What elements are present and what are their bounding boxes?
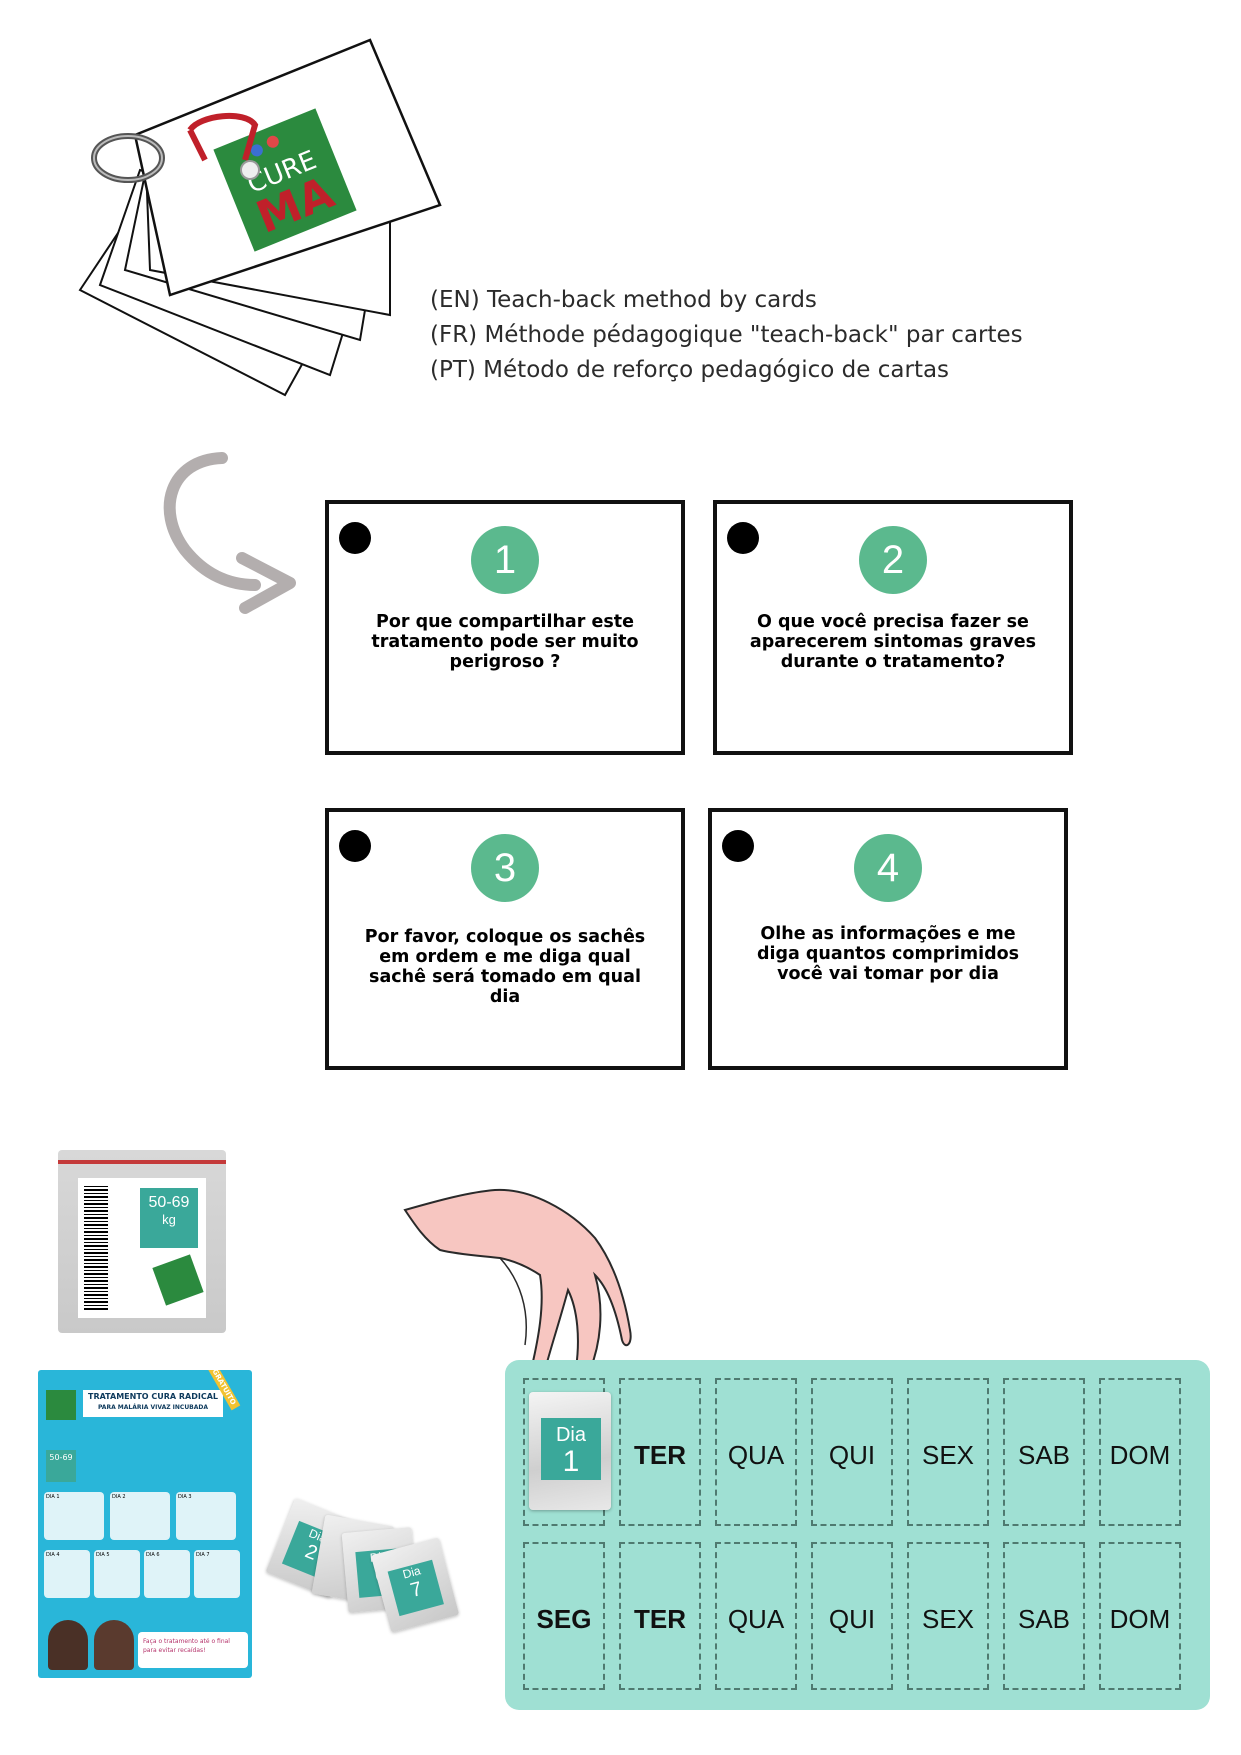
caption-line-fr: (FR) Méthode pédagogique "teach-back" pa… [430, 322, 1023, 348]
person-icon [94, 1620, 134, 1670]
poster-day-1: DIA 1 [44, 1492, 104, 1540]
sachet-tag: Dia 7 [387, 1559, 444, 1617]
slot-row1-5[interactable]: SEX [907, 1378, 989, 1526]
poster-footer: Faça o tratamento até o final para evita… [138, 1632, 248, 1668]
slot-row1-7[interactable]: DOM [1099, 1378, 1181, 1526]
sachet-dia-7: Dia 7 [370, 1537, 460, 1633]
person-icon [48, 1620, 88, 1670]
sachet-zip [58, 1160, 226, 1164]
sachet-dia-1[interactable]: Dia 1 [529, 1392, 611, 1510]
card-question: Por favor, coloque os sachês em ordem e … [364, 927, 646, 1007]
slot-row1-3[interactable]: QUA [715, 1378, 797, 1526]
poster-day-6: DIA 6 [144, 1550, 190, 1598]
weight-value: 50-69 [148, 1194, 190, 1211]
hand-icon [403, 1188, 632, 1378]
treatment-poster: TRATAMENTO CURA RADICAL PARA MALÁRIA VIV… [38, 1370, 252, 1678]
caption: (EN) Teach-back method by cards (FR) Mét… [430, 283, 1023, 388]
poster-weight: 50-69 [49, 1453, 73, 1462]
card-question: O que você precisa fazer se aparecerem s… [749, 612, 1037, 672]
slot-row2-1[interactable]: SEG [523, 1542, 605, 1690]
poster-title: TRATAMENTO CURA RADICAL PARA MALÁRIA VIV… [83, 1390, 223, 1417]
question-card-4: 4 Olhe as informações e me diga quantos … [708, 808, 1068, 1070]
curema-logo-small [152, 1254, 204, 1306]
slot-row2-7[interactable]: DOM [1099, 1542, 1181, 1690]
stethoscope-icon [187, 112, 260, 180]
slot-row1-1[interactable]: Dia 1 [523, 1378, 611, 1526]
card-stack-illustration: CURE MA [78, 38, 442, 397]
card-question: Por que compartilhar este tratamento pod… [371, 612, 639, 672]
slot-row2-5[interactable]: SEX [907, 1542, 989, 1690]
slot-row2-4[interactable]: QUI [811, 1542, 893, 1690]
weight-badge: 50-69 kg [140, 1188, 198, 1248]
poster-title-line-1: TRATAMENTO CURA RADICAL [87, 1392, 218, 1401]
poster-day-4: DIA 4 [44, 1550, 90, 1598]
sachet-label: 50-69 kg [78, 1178, 206, 1318]
poster-day-2: DIA 2 [110, 1492, 170, 1540]
question-card-3: 3 Por favor, coloque os sachês em ordem … [325, 808, 685, 1070]
card-hole [722, 830, 754, 862]
barcode-icon [84, 1186, 108, 1310]
medicine-sachet: 50-69 kg [58, 1150, 226, 1333]
curema-logo-small [46, 1390, 76, 1420]
card-hole [339, 522, 371, 554]
curved-arrow-icon [163, 452, 296, 614]
poster-day-5: DIA 5 [94, 1550, 140, 1598]
caption-line-en: (EN) Teach-back method by cards [430, 287, 817, 313]
card-number: 3 [471, 834, 539, 902]
card-hole [727, 522, 759, 554]
poster-title-line-2: PARA MALÁRIA VIVAZ INCUBADA [97, 1404, 209, 1411]
card-number: 4 [854, 834, 922, 902]
question-card-2: 2 O que você precisa fazer se aparecerem… [713, 500, 1073, 755]
poster-day-3: DIA 3 [176, 1492, 236, 1540]
card-question: Olhe as informações e me diga quantos co… [756, 924, 1020, 984]
slot-row2-3[interactable]: QUA [715, 1542, 797, 1690]
weekly-pill-organizer: Dia 1 TER QUA QUI SEX SAB DOM SEG TER QU… [505, 1360, 1210, 1710]
weight-badge: 50-69 [46, 1450, 76, 1482]
sachet-tag: Dia 1 [541, 1418, 601, 1480]
slot-row1-6[interactable]: SAB [1003, 1378, 1085, 1526]
card-number: 1 [471, 526, 539, 594]
question-card-1: 1 Por que compartilhar este tratamento p… [325, 500, 685, 755]
slot-row2-2[interactable]: TER [619, 1542, 701, 1690]
slot-row2-6[interactable]: SAB [1003, 1542, 1085, 1690]
poster-day-7: DIA 7 [194, 1550, 240, 1598]
caption-line-pt: (PT) Método de reforço pedagógico de car… [430, 357, 950, 383]
weight-unit: kg [162, 1212, 176, 1227]
card-hole [339, 830, 371, 862]
slot-row1-2[interactable]: TER [619, 1378, 701, 1526]
slot-row1-4[interactable]: QUI [811, 1378, 893, 1526]
card-number: 2 [859, 526, 927, 594]
